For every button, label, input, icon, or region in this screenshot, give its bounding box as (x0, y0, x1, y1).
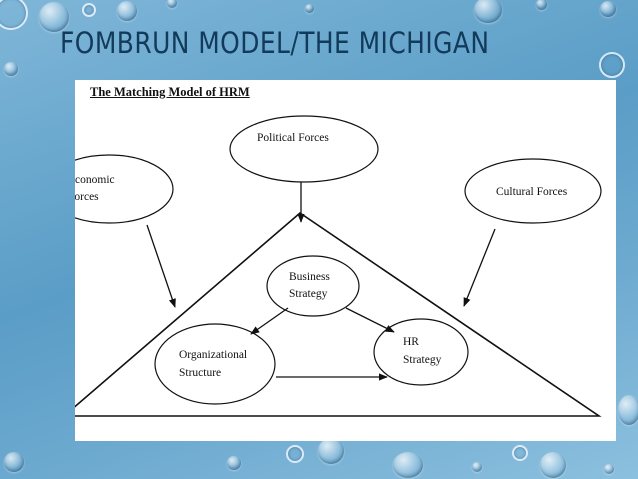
arrow-business-to-organizational (250, 307, 289, 335)
water-droplet-decoration (536, 0, 547, 10)
water-droplet-decoration (227, 456, 241, 470)
economic-forces-label-line2: Forces (75, 191, 99, 203)
bubble-decoration (82, 3, 96, 17)
hr-strategy-node (373, 318, 469, 386)
hr-strategy-label-line1: HR (403, 336, 419, 348)
business-strategy-label-line2: Strategy (289, 288, 328, 300)
slide-title: FOMBRUN MODEL/THE MICHIGAN (60, 26, 490, 60)
water-droplet-decoration (305, 4, 314, 13)
water-droplet-decoration (604, 464, 614, 474)
bubble-decoration (512, 445, 528, 461)
arrow-cultural-to-triangle (463, 228, 496, 307)
water-droplet-decoration (540, 452, 566, 478)
water-droplet-decoration (4, 62, 18, 76)
water-droplet-decoration (117, 1, 137, 21)
business-strategy-node (266, 255, 360, 317)
hr-strategy-label-line2: Strategy (403, 354, 442, 366)
arrow-economic-to-triangle (146, 224, 176, 308)
water-droplet-decoration (4, 452, 24, 472)
water-droplet-decoration (600, 1, 616, 17)
water-droplet-decoration (618, 395, 638, 425)
bubble-decoration (286, 445, 304, 463)
arrow-business-to-hr (345, 307, 395, 333)
water-droplet-decoration (474, 0, 502, 23)
matching-model-diagram: Political Forces Economic Forces Cultura… (75, 115, 602, 417)
political-forces-node (229, 115, 379, 183)
political-forces-label: Political Forces (257, 132, 329, 144)
cultural-forces-node (464, 158, 602, 224)
diagram-title: The Matching Model of HRM (90, 85, 250, 99)
strategy-triangle (75, 211, 602, 417)
water-droplet-decoration (167, 0, 177, 8)
organizational-structure-label-line1: Organizational (179, 349, 247, 361)
water-droplet-decoration (472, 462, 482, 472)
water-droplet-decoration (39, 2, 69, 32)
diagram-figure: The Matching Model of HRM Political Forc… (75, 80, 616, 441)
cultural-forces-label: Cultural Forces (496, 186, 568, 198)
organizational-structure-node (154, 323, 276, 405)
economic-forces-label-line1: Economic (75, 174, 115, 186)
business-strategy-label-line1: Business (289, 271, 330, 283)
organizational-structure-label-line2: Structure (179, 367, 221, 379)
water-droplet-decoration (393, 452, 423, 478)
bubble-decoration (599, 52, 625, 78)
economic-forces-node (75, 154, 174, 224)
bubble-decoration (0, 0, 28, 30)
water-droplet-decoration (318, 438, 344, 464)
